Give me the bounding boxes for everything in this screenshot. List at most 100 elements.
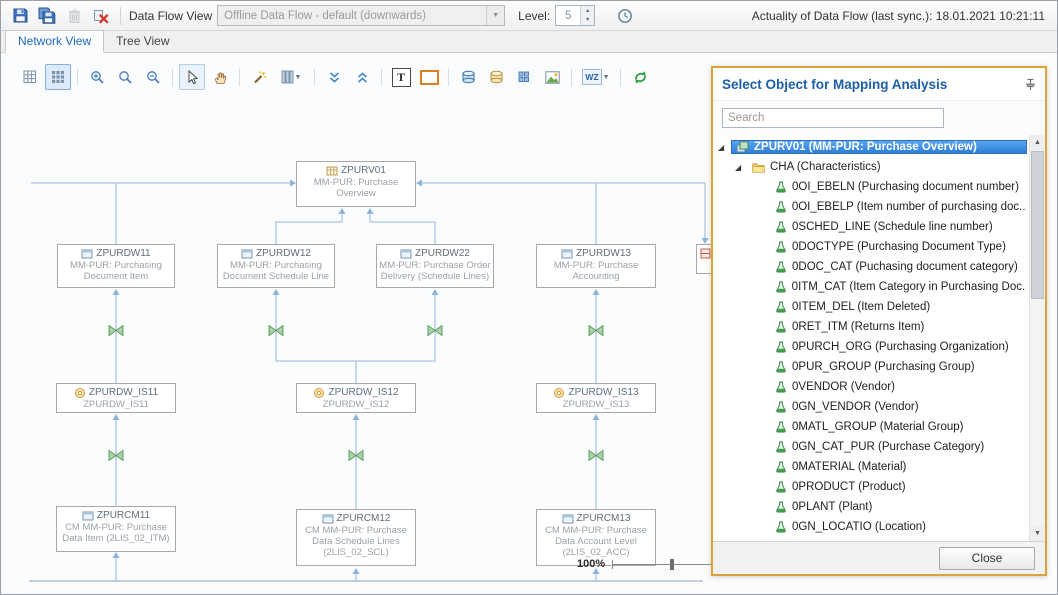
toolbar-separator bbox=[120, 7, 121, 25]
close-button[interactable]: Close bbox=[939, 547, 1035, 570]
select-tool-button[interactable] bbox=[179, 64, 205, 90]
remove-dataflow-button[interactable] bbox=[90, 5, 112, 27]
mapping-analysis-panel: Select Object for Mapping Analysis ◢ ZPU… bbox=[711, 66, 1047, 576]
frame-tool-button[interactable] bbox=[416, 64, 442, 90]
grid-toggle-button[interactable] bbox=[17, 64, 43, 90]
tab-network-view[interactable]: Network View bbox=[5, 30, 104, 53]
tree-item[interactable]: 0SCHED_LINE (Schedule line number) bbox=[713, 217, 1029, 237]
show-infoproviders-button[interactable] bbox=[455, 64, 481, 90]
snap-grid-button[interactable] bbox=[45, 64, 71, 90]
collapse-all-button[interactable] bbox=[321, 64, 347, 90]
transformation-icon[interactable] bbox=[588, 325, 604, 336]
level-spinner[interactable]: ▲▼ bbox=[555, 5, 595, 26]
transformation-icon[interactable] bbox=[108, 325, 124, 336]
pin-icon[interactable] bbox=[1025, 78, 1036, 91]
column-layout-button[interactable]: ▼ bbox=[274, 64, 308, 90]
node-zpurdw12[interactable]: ZPURDW12 MM-PUR: Purchasing Document Sch… bbox=[217, 244, 335, 288]
node-zpurdw-is13[interactable]: ZPURDW_IS13 ZPURDW_IS13 bbox=[536, 383, 656, 413]
scroll-up-button[interactable]: ▲ bbox=[1030, 135, 1045, 150]
toolbar-separator bbox=[448, 68, 449, 86]
spinner-up-icon[interactable]: ▲ bbox=[581, 6, 594, 16]
refresh-button[interactable] bbox=[627, 64, 653, 90]
tree-item[interactable]: 0PUR_GROUP (Purchasing Group) bbox=[713, 357, 1029, 377]
tree-item[interactable]: 0PRODUCT (Product) bbox=[713, 477, 1029, 497]
auto-layout-button[interactable] bbox=[246, 64, 272, 90]
show-datasources-button[interactable] bbox=[483, 64, 509, 90]
transformation-icon[interactable] bbox=[268, 325, 284, 336]
node-zpurcm11[interactable]: ZPURCM11 CM MM-PUR: Purchase Data Item (… bbox=[56, 506, 176, 552]
characteristic-flask-icon bbox=[775, 281, 787, 293]
chevron-down-icon[interactable]: ▼ bbox=[295, 74, 302, 81]
transformation-icon[interactable] bbox=[427, 325, 443, 336]
dataflow-select[interactable]: Offline Data Flow - default (downwards) … bbox=[217, 5, 505, 26]
tree-item[interactable]: 0GN_CAT_PUR (Purchase Category) bbox=[713, 437, 1029, 457]
level-label: Level: bbox=[518, 9, 550, 23]
tree-item[interactable]: 0MATL_GROUP (Material Group) bbox=[713, 417, 1029, 437]
transformation-icon[interactable] bbox=[348, 450, 364, 461]
scroll-thumb[interactable] bbox=[1031, 151, 1044, 299]
scroll-down-button[interactable]: ▼ bbox=[1030, 526, 1045, 541]
chevron-down-icon[interactable]: ▼ bbox=[486, 6, 504, 25]
node-zpurdw11[interactable]: ZPURDW11 MM-PUR: Purchasing Document Ite… bbox=[57, 244, 175, 288]
tree-item[interactable]: 0GN_VENDOR (Vendor) bbox=[713, 397, 1029, 417]
tree-item[interactable]: 0RET_ITM (Returns Item) bbox=[713, 317, 1029, 337]
infosource-node-icon bbox=[313, 387, 325, 399]
characteristic-flask-icon bbox=[775, 181, 787, 193]
save-button[interactable] bbox=[9, 5, 31, 27]
tree-item[interactable]: 0VENDOR (Vendor) bbox=[713, 377, 1029, 397]
wz-analysis-button[interactable]: WZ▼ bbox=[578, 64, 614, 90]
characteristic-flask-icon bbox=[775, 241, 787, 253]
node-zpurdw-is12[interactable]: ZPURDW_IS12 ZPURDW_IS12 bbox=[296, 383, 416, 413]
transformation-icon[interactable] bbox=[588, 450, 604, 461]
clock-icon bbox=[617, 8, 633, 24]
characteristic-flask-icon bbox=[775, 321, 787, 333]
tree-item-root[interactable]: ◢ ZPURV01 (MM-PUR: Purchase Overview) bbox=[713, 137, 1029, 157]
tree-item[interactable]: 0ITM_CAT (Item Category in Purchasing Do… bbox=[713, 277, 1029, 297]
spinner-down-icon[interactable]: ▼ bbox=[581, 16, 594, 26]
export-image-button[interactable] bbox=[539, 64, 565, 90]
clipped-node-icon bbox=[700, 248, 711, 259]
pan-tool-button[interactable] bbox=[207, 64, 233, 90]
zoom-slider[interactable] bbox=[612, 564, 720, 565]
dataflow-select-value: Offline Data Flow - default (downwards) bbox=[218, 10, 486, 22]
tab-tree-view[interactable]: Tree View bbox=[104, 31, 181, 52]
tree-item[interactable]: 0PLANT (Plant) bbox=[713, 497, 1029, 517]
search-row bbox=[713, 101, 1045, 135]
node-zpurdw13[interactable]: ZPURDW13 MM-PUR: Purchase Accounting bbox=[536, 244, 656, 288]
tree-item-clipped[interactable] bbox=[713, 537, 1029, 541]
zoom-fit-button[interactable] bbox=[112, 64, 138, 90]
text-tool-button[interactable]: T bbox=[388, 64, 414, 90]
grid-view-button[interactable] bbox=[511, 64, 537, 90]
zoom-out-button[interactable] bbox=[140, 64, 166, 90]
tree-item-cha-folder[interactable]: ◢ CHA (Characteristics) bbox=[713, 157, 1029, 177]
save-all-button[interactable] bbox=[36, 5, 58, 27]
tree-item[interactable]: 0DOC_CAT (Puchasing document category) bbox=[713, 257, 1029, 277]
tree-item[interactable]: 0GN_LOCATIO (Location) bbox=[713, 517, 1029, 537]
node-zpurv01[interactable]: ZPURV01 MM-PUR: Purchase Overview bbox=[296, 161, 416, 207]
node-zpurdw-is11[interactable]: ZPURDW_IS11 ZPURDW_IS11 bbox=[56, 383, 176, 413]
sync-button[interactable] bbox=[614, 5, 636, 27]
chevron-down-icon[interactable]: ▼ bbox=[603, 74, 610, 81]
toolbar-separator bbox=[77, 68, 78, 86]
expander-icon[interactable]: ◢ bbox=[718, 143, 731, 152]
folder-icon bbox=[752, 162, 765, 173]
transformation-icon[interactable] bbox=[108, 450, 124, 461]
node-zpurcm12[interactable]: ZPURCM12 CM MM-PUR: Purchase Data Schedu… bbox=[296, 509, 416, 566]
expander-icon[interactable]: ◢ bbox=[735, 163, 748, 172]
zoom-slider-handle[interactable] bbox=[670, 559, 674, 570]
node-zpurdw22[interactable]: ZPURDW22 MM-PUR: Purchase Order Delivery… bbox=[376, 244, 494, 288]
tree-item[interactable]: 0MATERIAL (Material) bbox=[713, 457, 1029, 477]
characteristic-flask-icon bbox=[775, 421, 787, 433]
zoom-in-button[interactable] bbox=[84, 64, 110, 90]
zoom-slider-tick bbox=[612, 560, 613, 569]
level-input[interactable] bbox=[556, 6, 580, 25]
infoview-icon bbox=[736, 141, 749, 153]
expand-all-button[interactable] bbox=[349, 64, 375, 90]
tree-item[interactable]: 0OI_EBELN (Purchasing document number) bbox=[713, 177, 1029, 197]
tree-scrollbar[interactable]: ▲ ▼ bbox=[1029, 135, 1045, 541]
tree-item[interactable]: 0DOCTYPE (Purchasing Document Type) bbox=[713, 237, 1029, 257]
tree-item[interactable]: 0PURCH_ORG (Purchasing Organization) bbox=[713, 337, 1029, 357]
tree-item[interactable]: 0OI_EBELP (Item number of purchasing doc… bbox=[713, 197, 1029, 217]
search-input[interactable] bbox=[722, 108, 944, 128]
tree-item[interactable]: 0ITEM_DEL (Item Deleted) bbox=[713, 297, 1029, 317]
